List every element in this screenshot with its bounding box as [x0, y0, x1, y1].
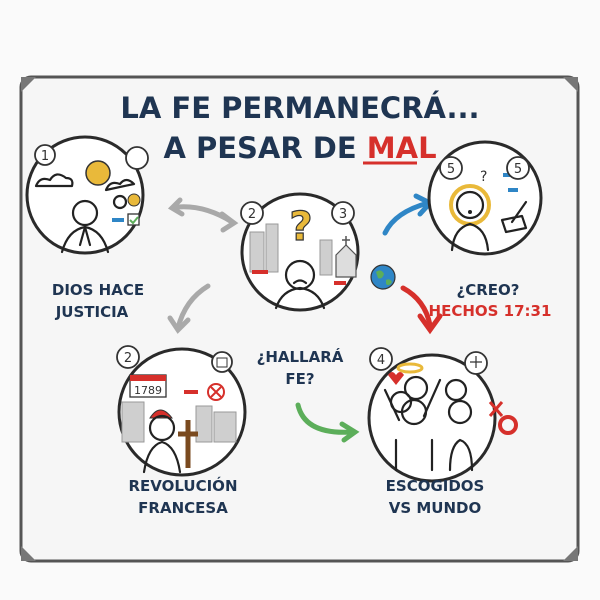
label-revolucion: REVOLUCIÓN	[129, 476, 238, 495]
red-arrow	[400, 285, 433, 328]
node-escogidos-vs-mundo: 4 ESCOGIDOS VS MUNDO	[367, 347, 518, 517]
node-center-world: ? 2 3 ¿HALLARÁ FE?	[240, 192, 396, 388]
label-hallara: ¿HALLARÁ	[257, 347, 344, 366]
svg-text:2: 2	[248, 207, 256, 222]
heart-icon	[388, 372, 404, 385]
gray-down-arrow	[175, 283, 211, 331]
sun-icon	[85, 160, 111, 186]
question-mark-icon: ?	[289, 204, 312, 250]
label-dios-hace: DIOS HACE	[52, 281, 144, 299]
lifebuoy-icon	[498, 415, 518, 435]
label-justicia: JUSTICIA	[55, 303, 129, 321]
clock-icon	[112, 194, 128, 210]
calendar-year: 1789	[134, 384, 162, 397]
title-prefix: A PESAR DE	[163, 131, 366, 165]
halo-icon	[396, 362, 424, 374]
x-icon	[488, 401, 504, 417]
node-revolucion-francesa: 1789 2 REVOLUCIÓN FRANCESA	[116, 345, 247, 517]
green-arrow	[295, 402, 355, 435]
title-line-2: A PESAR DE MAL	[163, 131, 436, 165]
question-icon: ?	[480, 169, 487, 185]
label-creo: ¿CREO?	[457, 281, 520, 299]
svg-text:5: 5	[514, 162, 522, 177]
title-highlight: MAL	[367, 131, 437, 165]
svg-text:2: 2	[124, 351, 132, 366]
label-fe: FE?	[285, 370, 314, 388]
svg-text:4: 4	[377, 353, 385, 368]
cancel-icon	[207, 383, 225, 401]
svg-text:5: 5	[447, 162, 455, 177]
label-hechos: HECHOS 17:31	[429, 302, 552, 320]
node-dios-hace-justicia: 1 DIOS HACE JUSTICIA	[25, 135, 149, 321]
label-vs-mundo: VS MUNDO	[389, 499, 482, 517]
scale-icon	[470, 356, 482, 368]
small-calendar-icon	[216, 357, 228, 368]
cross-icon	[178, 420, 198, 468]
check-icon	[127, 193, 141, 207]
label-francesa: FRANCESA	[138, 499, 228, 517]
node-creo: ? 5 5 ¿CREO? HECHOS 17:31	[427, 140, 552, 320]
cloud-icon	[34, 173, 74, 188]
blue-arrow	[382, 200, 431, 236]
church-icon	[335, 244, 357, 278]
arrows	[167, 193, 443, 443]
globe-icon	[370, 264, 396, 290]
title-line-1: LA FE PERMANECRÁ...	[120, 91, 479, 125]
svg-text:3: 3	[339, 207, 347, 222]
badge-number: 1	[41, 149, 49, 164]
praying-person	[71, 199, 99, 227]
label-escogidos: ESCOGIDOS	[386, 477, 485, 495]
